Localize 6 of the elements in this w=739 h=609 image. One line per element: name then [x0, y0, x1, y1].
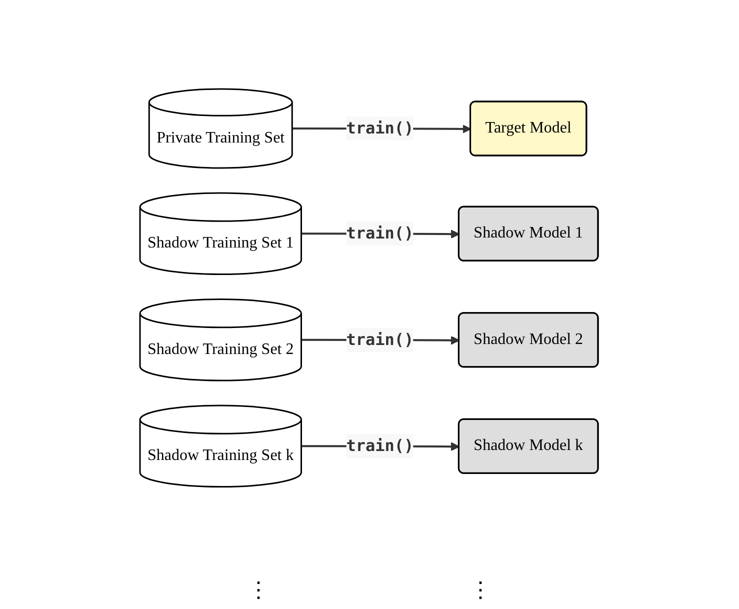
ellipsis-label: ⋮ [248, 577, 270, 603]
edge-label: train() [346, 118, 414, 138]
ellipsis-label: ⋮ [470, 577, 492, 603]
edge-label: train() [346, 436, 414, 455]
edge-label: train() [346, 330, 414, 349]
edge-label: train() [346, 223, 414, 242]
